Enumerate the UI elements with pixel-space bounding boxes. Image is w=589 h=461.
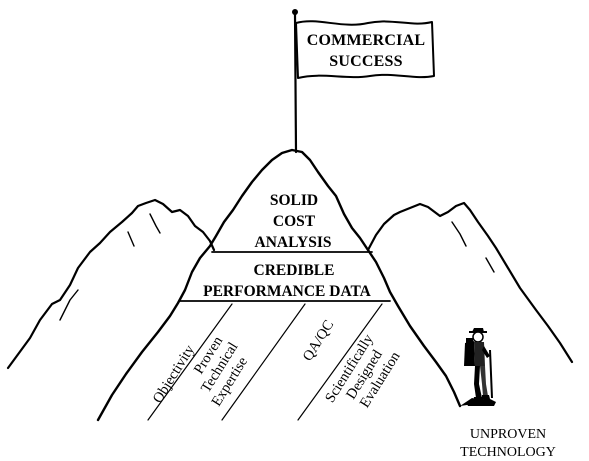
- path-divider-2: [221, 303, 306, 421]
- right-mountain-outline: [366, 201, 574, 364]
- path-label-3: QA/QC: [300, 317, 337, 364]
- right-ridge-detail: [451, 221, 495, 273]
- left-mountain-outline: [6, 198, 216, 370]
- path-divider-1: [147, 303, 233, 421]
- base-text-line-2: TECHNOLOGY: [460, 445, 556, 460]
- upper-band-line-1: SOLID: [270, 192, 318, 209]
- left-ridge-detail: [59, 213, 161, 321]
- flag-text-line-2: SUCCESS: [329, 53, 402, 70]
- upper-band-line-3: ANALYSIS: [255, 234, 332, 251]
- lower-band-line-1: CREDIBLE: [254, 262, 335, 279]
- central-peak-outline: [96, 148, 462, 422]
- path-label-1: Objectivity: [150, 342, 199, 406]
- path-divider-3: [297, 303, 383, 421]
- flag-text-line-1: COMMERCIAL: [307, 32, 425, 49]
- path-label-2: Proven Technical Expertise: [191, 333, 251, 409]
- base-text-line-1: UNPROVEN: [470, 427, 546, 442]
- upper-band-line-2: COST: [273, 213, 316, 230]
- hiker-icon: [460, 328, 496, 406]
- path-label-4: Scientifically Designed Evaluation: [322, 331, 404, 411]
- lower-band-line-2: PERFORMANCE DATA: [203, 283, 372, 300]
- flag-pole: [293, 12, 298, 154]
- path-3-line-1: QA/QC: [300, 317, 337, 364]
- path-1-line-1: Objectivity: [150, 342, 199, 406]
- flag-icon: [295, 20, 435, 79]
- flag-pole-finial: [292, 9, 298, 15]
